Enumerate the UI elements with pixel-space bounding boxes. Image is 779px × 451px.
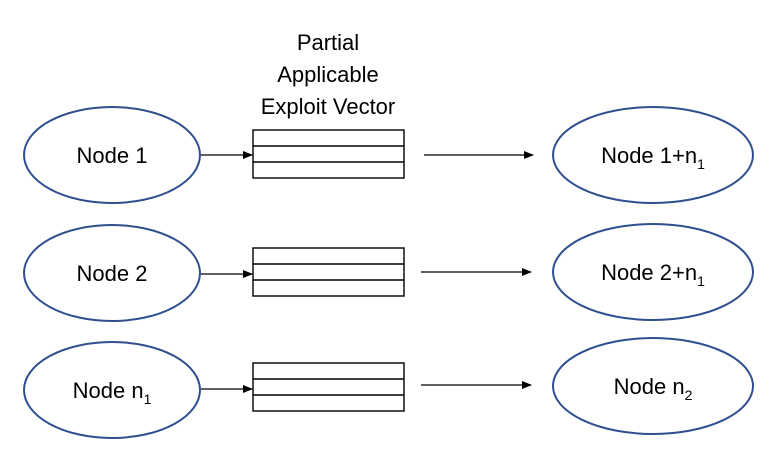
title-line-1: Partial: [297, 30, 359, 55]
row-3: Node n1 Node n2: [23, 337, 754, 439]
source-node-ellipse: [23, 106, 201, 204]
target-node-label: Node 1+n1: [601, 143, 705, 172]
source-node-ellipse: [23, 224, 201, 322]
source-node-label: Node n1: [73, 378, 152, 407]
target-node-label: Node 2+n1: [601, 260, 705, 289]
title-line-3: Exploit Vector: [261, 94, 396, 119]
target-node-label: Node n2: [614, 374, 693, 403]
target-node-ellipse: [552, 337, 754, 435]
target-node-ellipse: [552, 223, 754, 321]
source-node-ellipse: [23, 341, 201, 439]
vector-box: [252, 362, 405, 412]
title-line-2: Applicable: [277, 62, 379, 87]
source-node-label: Node 2: [77, 261, 148, 286]
target-node-ellipse: [552, 106, 754, 204]
vector-box: [252, 247, 405, 297]
source-node-label: Node 1: [77, 143, 148, 168]
row-1: Node 1 Node 1+n1: [23, 106, 754, 204]
vector-box: [252, 129, 405, 179]
vector-title: Partial Applicable Exploit Vector: [261, 30, 396, 119]
row-2: Node 2 Node 2+n1: [23, 223, 754, 322]
